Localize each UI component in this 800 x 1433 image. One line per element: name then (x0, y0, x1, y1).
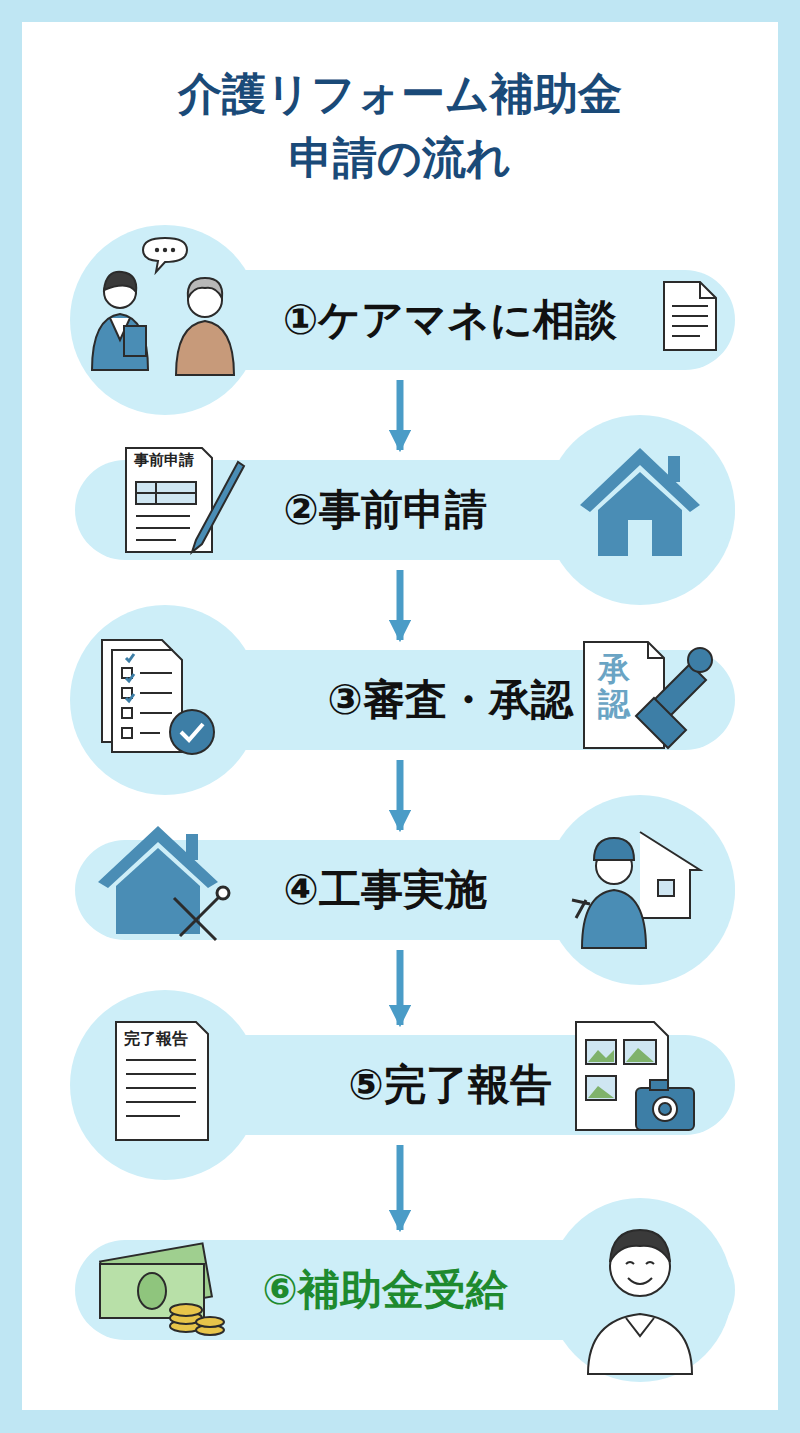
flow-arrow (397, 380, 404, 450)
step-band: ③審査・承認 (75, 650, 735, 750)
step-label: ③審査・承認 (327, 675, 573, 725)
flow-arrow (397, 950, 404, 1025)
flow-arrow (397, 570, 404, 640)
flow-arrow (397, 1145, 404, 1230)
title-block: 介護リフォーム補助金 申請の流れ (0, 62, 800, 190)
stamp-label: 承認 (598, 652, 630, 722)
step-band: ④工事実施 (75, 840, 735, 940)
document-label: 事前申請 (134, 452, 194, 469)
step-label: ①ケアマネに相談 (283, 295, 618, 345)
step-label: ②事前申請 (283, 485, 487, 535)
document-label: 完了報告 (124, 1030, 188, 1048)
step-label: ⑥補助金受給 (262, 1265, 508, 1315)
flow-arrow (397, 760, 404, 830)
step-band: ①ケアマネに相談 (75, 270, 735, 370)
step-label: ④工事実施 (283, 865, 487, 915)
title: 介護リフォーム補助金 申請の流れ (100, 62, 700, 190)
step-band: ②事前申請 (75, 460, 735, 560)
step-band: ⑤完了報告 (75, 1035, 735, 1135)
step-label: ⑤完了報告 (348, 1060, 552, 1110)
step-band: ⑥補助金受給 (75, 1240, 735, 1340)
